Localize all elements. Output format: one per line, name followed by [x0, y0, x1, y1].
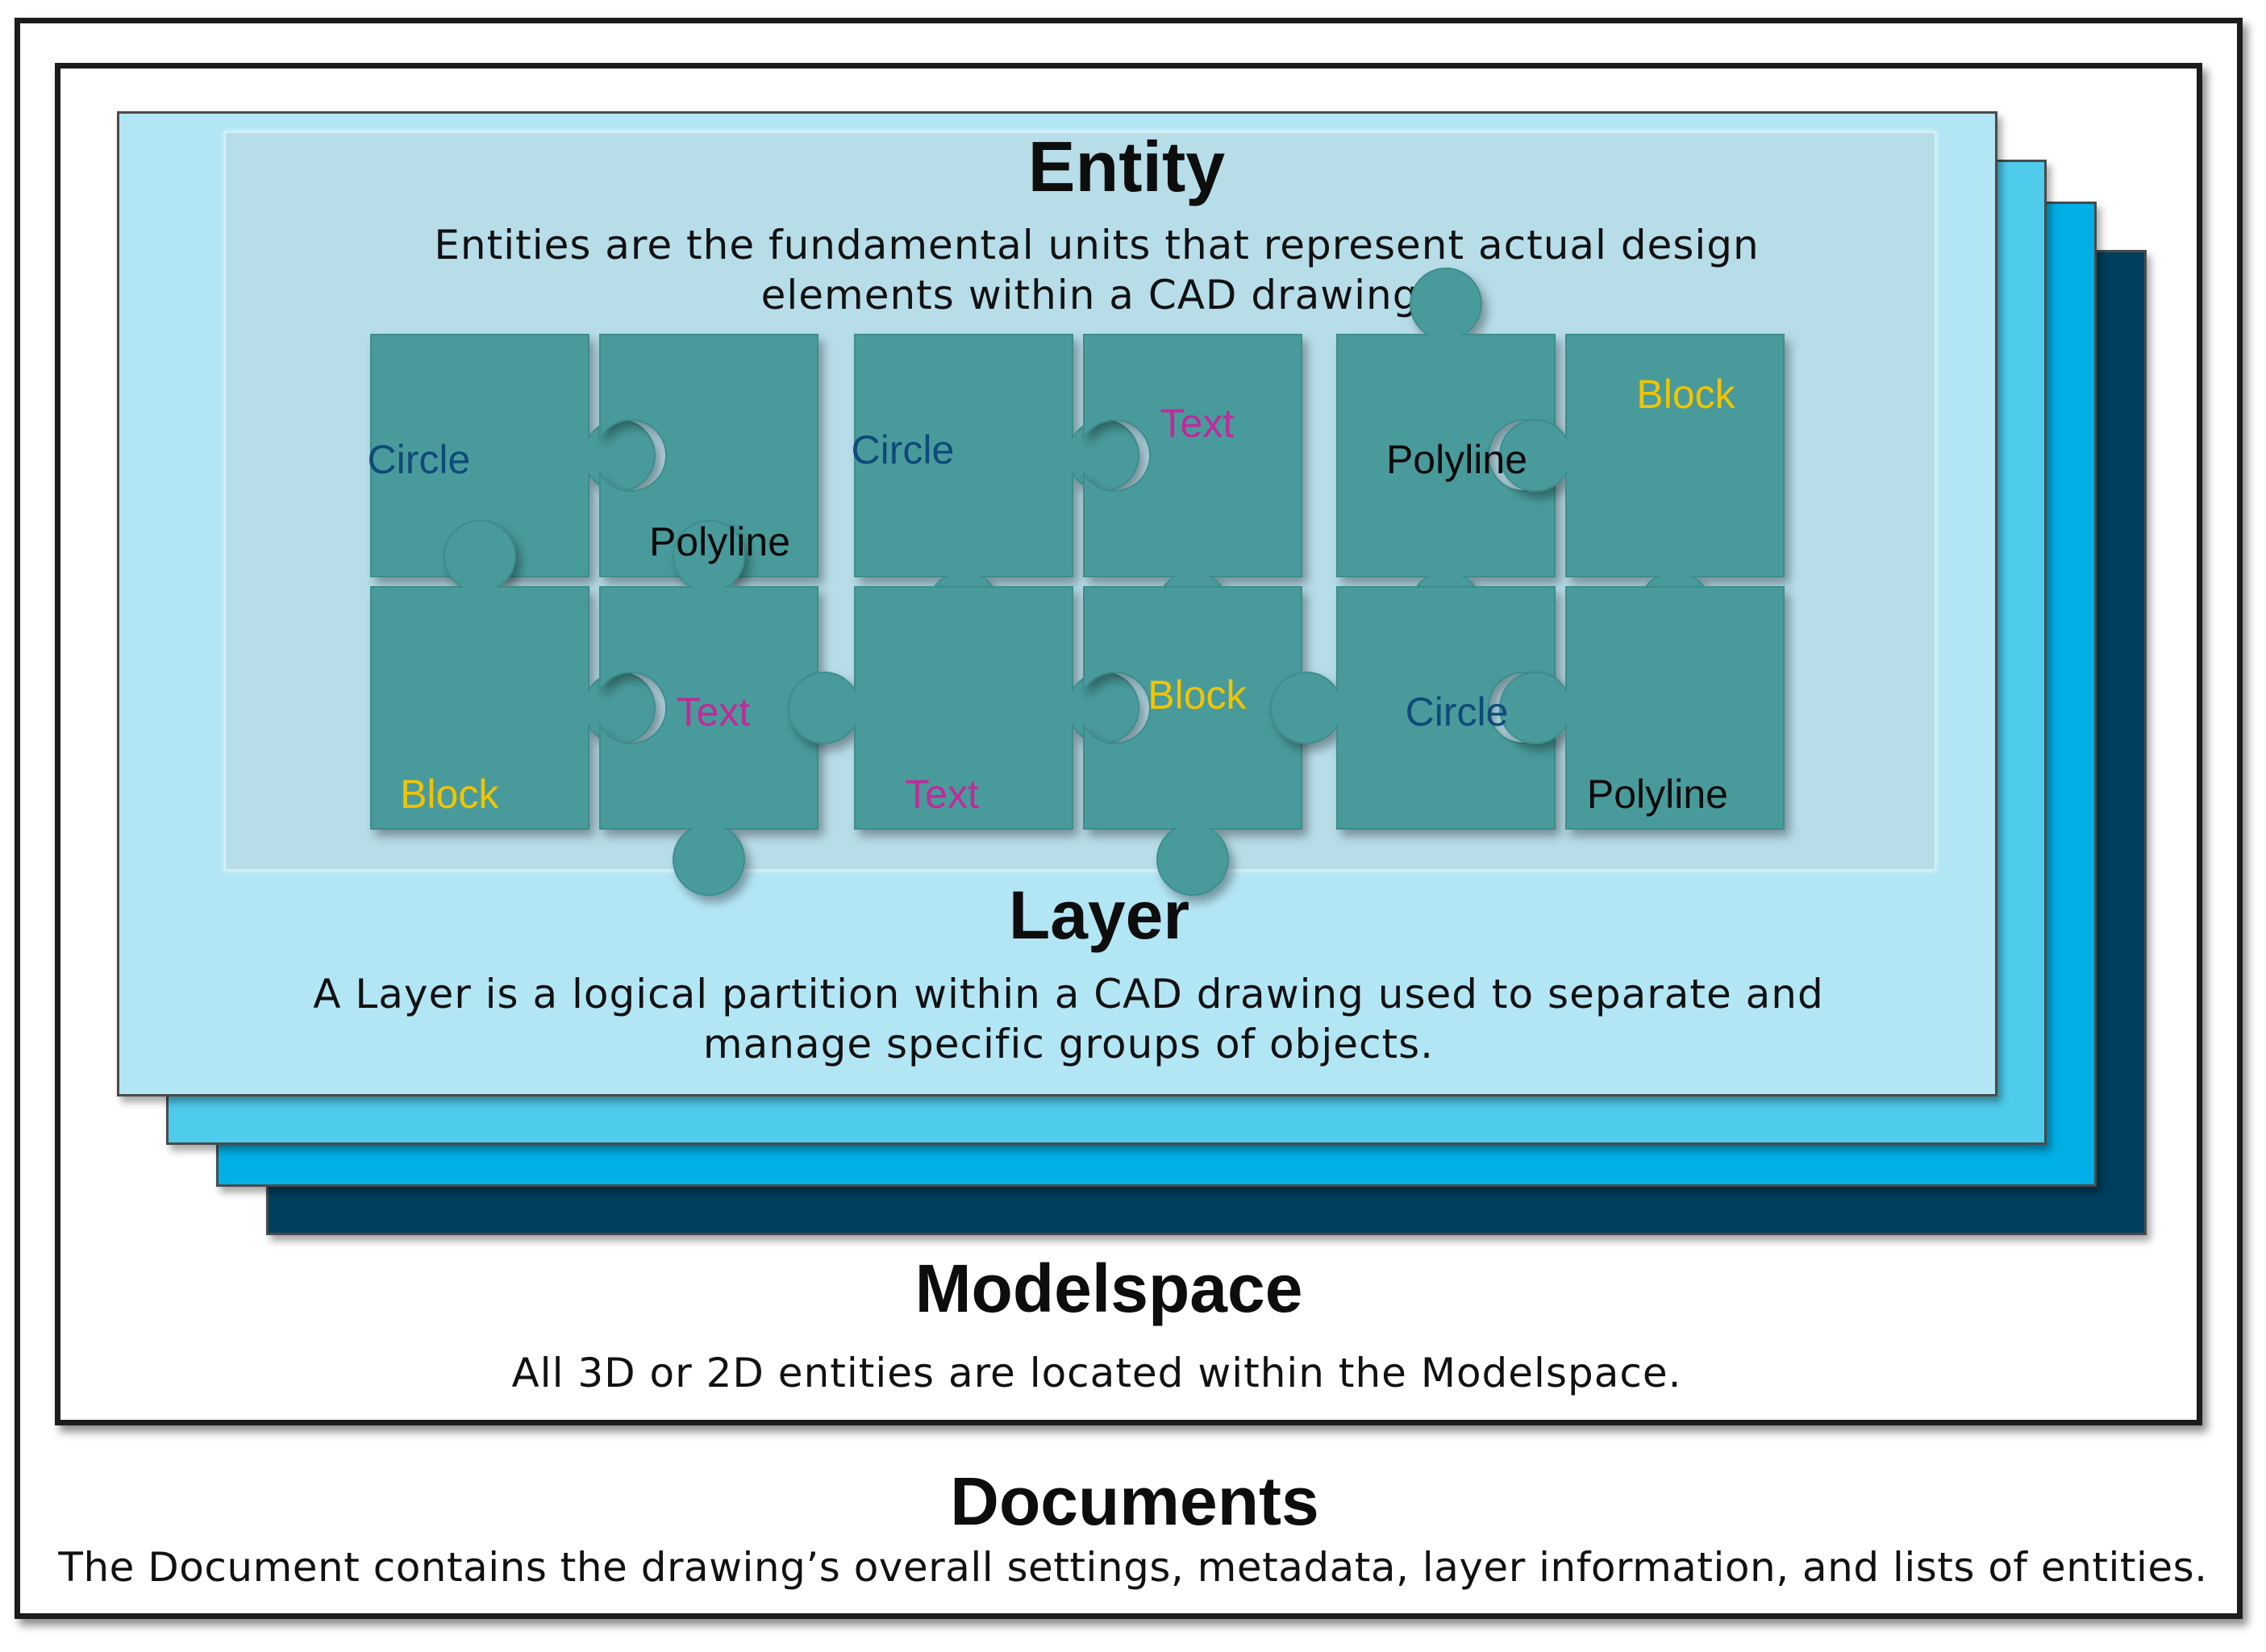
layer-description: A Layer is a logical partition within a …: [306, 969, 1831, 1069]
documents-title: Documents: [950, 1463, 1319, 1539]
puzzle-piece-label-polyline: Polyline: [1386, 437, 1527, 482]
puzzle-piece-label-block: Block: [400, 772, 499, 817]
puzzle-piece-label-text: Text: [1160, 401, 1235, 446]
entity-description: Entities are the fundamental units that …: [355, 220, 1839, 320]
puzzle-piece-block: [1083, 586, 1302, 897]
layer-description-line-1: A Layer is a logical partition within a …: [313, 971, 1824, 1017]
modelspace-description: All 3D or 2D entities are located within…: [511, 1350, 1682, 1396]
puzzle-piece-polyline: [1498, 586, 1785, 830]
puzzle-piece-label-text: Text: [905, 772, 979, 817]
layer-description-line-2: manage specific groups of objects.: [702, 1021, 1435, 1067]
puzzle-piece-label-circle: Circle: [1406, 689, 1509, 734]
modelspace-title: Modelspace: [914, 1250, 1303, 1326]
puzzle-piece-label-circle: Circle: [852, 427, 955, 472]
puzzle-piece-text: [787, 586, 1140, 830]
entity-description-line-2: elements within a CAD drawing.: [760, 272, 1433, 318]
puzzle-piece-circle: [1269, 586, 1556, 830]
puzzle-piece-label-block: Block: [1636, 372, 1735, 417]
puzzle-piece-block: [370, 519, 656, 830]
puzzle-piece-text: [599, 519, 819, 897]
puzzle-piece-label-block: Block: [1148, 672, 1247, 718]
puzzle-piece-label-polyline: Polyline: [649, 519, 790, 564]
entity-puzzle-grid: CirclePolylineCircleTextPolylineBlockBlo…: [368, 267, 1785, 897]
layer-title: Layer: [1008, 877, 1190, 953]
documents-description: The Document contains the drawing’s over…: [58, 1544, 2208, 1591]
entity-description-line-1: Entities are the fundamental units that …: [434, 222, 1760, 268]
puzzle-piece-label-circle: Circle: [368, 437, 471, 482]
puzzle-piece-label-polyline: Polyline: [1587, 772, 1728, 817]
entity-title: Entity: [1027, 127, 1226, 206]
puzzle-piece-label-text: Text: [677, 689, 751, 734]
puzzle-piece-polyline: [599, 334, 819, 577]
